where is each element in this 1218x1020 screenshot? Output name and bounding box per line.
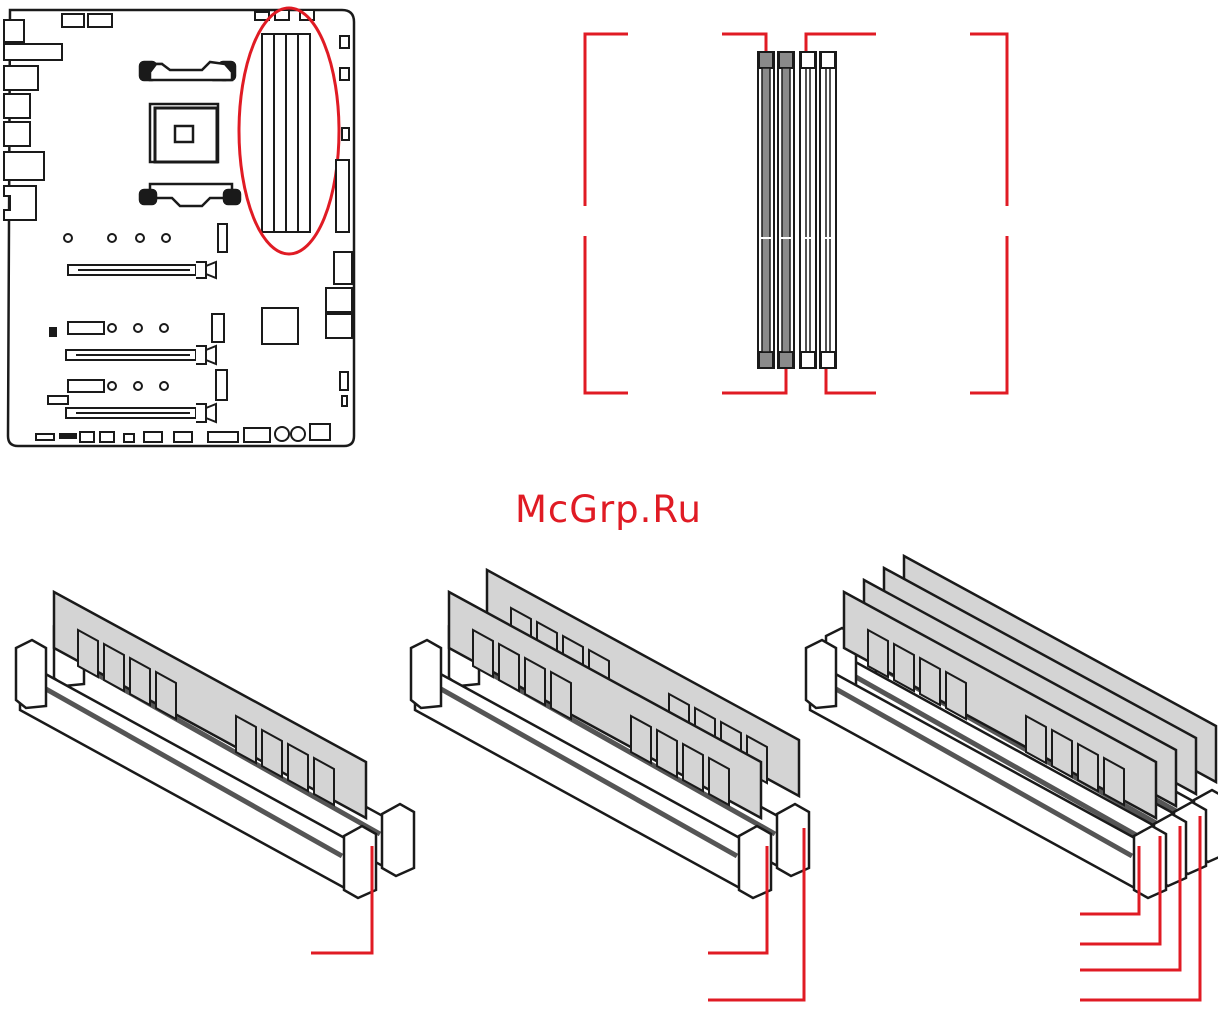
rear-io-ports [4,20,62,220]
slot-b2 [820,52,836,368]
bottom-headers [36,424,330,442]
slot-b1 [800,52,816,368]
slot-detail-dimms [758,52,836,368]
right-edge-headers [326,36,352,406]
m2-and-misc [48,224,298,404]
config-1-module [16,592,414,898]
pcie-slots [66,262,216,422]
watermark-text: McGrp.Ru [515,488,702,531]
config-4-module [806,556,1218,898]
slot-a1 [758,52,774,368]
slot-a2 [778,52,794,368]
slot-detail-brackets [585,34,1007,393]
motherboard-dimm-slots [262,34,310,232]
cpu-socket [140,62,240,206]
config-2-module [411,570,809,898]
dimm-configurations [16,556,1218,898]
